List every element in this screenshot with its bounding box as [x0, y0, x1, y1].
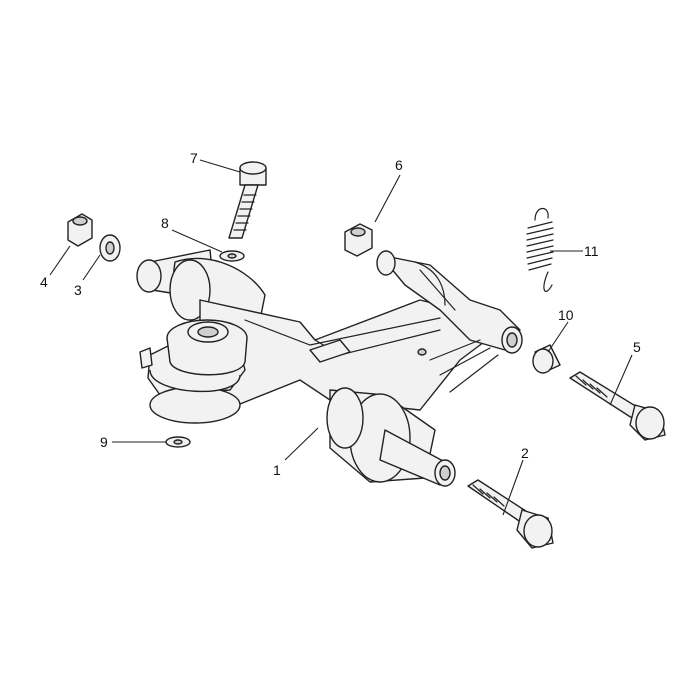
bolt-5 [569, 371, 666, 441]
nut-6 [344, 223, 373, 257]
callout-9: 9 [100, 434, 108, 450]
callouts: 1 2 3 4 5 6 7 8 9 10 11 [40, 150, 641, 478]
callout-5: 5 [633, 339, 641, 355]
spring-11 [526, 207, 554, 292]
callout-3: 3 [74, 282, 82, 298]
callout-7: 7 [190, 150, 198, 166]
bolt-7 [228, 161, 267, 239]
leader-lines [49, 159, 633, 516]
rubber-mount [139, 319, 248, 424]
callout-10: 10 [558, 307, 574, 323]
callout-6: 6 [395, 157, 403, 173]
callout-11: 11 [584, 243, 599, 259]
bolt-2 [467, 479, 554, 549]
washer-3 [99, 234, 121, 262]
callout-1: 1 [273, 462, 281, 478]
callout-8: 8 [161, 215, 169, 231]
washer-8 [219, 250, 245, 262]
callout-2: 2 [521, 445, 529, 461]
nut-4 [67, 213, 93, 247]
callout-4: 4 [40, 274, 48, 290]
spacer-10 [532, 344, 561, 374]
washer-9 [165, 436, 191, 448]
